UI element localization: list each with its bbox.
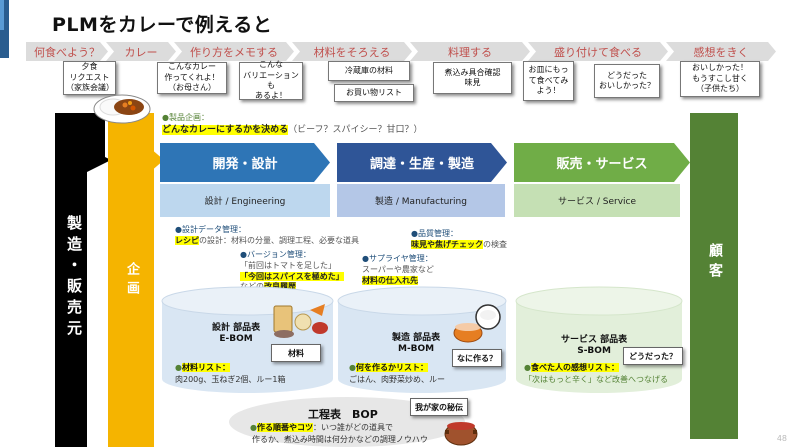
bop-text2: 作るか、煮込み時間は何分かなどの調理ノウハウ bbox=[252, 435, 428, 444]
version-highlight1: 「今回はスパイスを極めた」 bbox=[240, 271, 344, 281]
planning-label: 企画 bbox=[124, 262, 139, 300]
sbom-title: サービス 部品表 S-BOM bbox=[561, 335, 627, 358]
version-highlight2: 改良履歴 bbox=[264, 282, 296, 292]
design-data-annotation: ●設計データ管理： レシピの設計：材料の分量、調理工程、必要な道具 bbox=[175, 225, 359, 247]
rice-bowl-icon bbox=[475, 304, 501, 330]
ebom-title-line1: 設計 部品表 bbox=[212, 323, 261, 333]
sbom-list: ●食べた人の感想リスト： bbox=[524, 363, 619, 372]
curry-plate-icon bbox=[93, 89, 151, 125]
step-3-note: 冷蔵庫の材料 bbox=[328, 61, 410, 81]
version-heading: ●バージョン管理： bbox=[240, 250, 311, 259]
product-planning-heading: ●製品企画： bbox=[162, 113, 209, 122]
bop-cylinder bbox=[227, 394, 467, 447]
ingredients-icon bbox=[270, 300, 330, 342]
step-4-label: 料理する bbox=[410, 42, 530, 61]
sbom-list-label: 食べた人の感想リスト： bbox=[530, 363, 619, 372]
step-1-note: こんなカレー 作ってくれよ！ （お母さん） bbox=[157, 62, 227, 94]
supplier-annotation: ●サプライヤ管理： スーパーや農家など 材料の仕入れ先 bbox=[362, 254, 434, 286]
design-data-highlight: レシピ bbox=[175, 235, 199, 245]
clay-pot-icon bbox=[441, 414, 481, 447]
step-6-note: おいしかった！ もうすこし甘く （子供たち） bbox=[680, 61, 760, 97]
mbom-callout: なに作る？ bbox=[452, 349, 502, 367]
mbom-list: ●何を作るかリスト： bbox=[349, 363, 428, 372]
page-number: 48 bbox=[776, 434, 787, 443]
ebom-title: 設計 部品表 E-BOM bbox=[212, 323, 260, 346]
step-3-note-2: お買い物リスト bbox=[334, 84, 414, 102]
phase-manufacturing: 調達・生産・製造 bbox=[337, 143, 507, 182]
sbom-callout: どうだった？ bbox=[623, 347, 683, 365]
phase-sales-sub: サービス / Service bbox=[514, 184, 680, 217]
planning-bar bbox=[108, 113, 154, 447]
step-5-label: 盛り付けて食べる bbox=[528, 42, 668, 61]
step-3-label: 材料をそろえる bbox=[292, 42, 412, 61]
accent-bar-light bbox=[0, 0, 4, 30]
phase-manufacturing-sub: 製造 / Manufacturing bbox=[337, 184, 505, 217]
bop-label: 作る順番やコツ bbox=[256, 423, 313, 432]
quality-highlight: 味見や焦げチェック bbox=[411, 239, 483, 249]
customer-label: 顧客 bbox=[707, 243, 723, 283]
phase-design-sub: 設計 / Engineering bbox=[160, 184, 330, 217]
step-4-note: 煮込み具合確認 味見 bbox=[433, 62, 512, 94]
mbom-list-text: ごはん、肉野菜炒め、ルー bbox=[349, 375, 445, 384]
mbom-title-line1: 製造 部品表 bbox=[392, 333, 441, 343]
phase-design: 開発・設計 bbox=[160, 143, 330, 182]
step-5-note-2: どうだった おいしかった？ bbox=[594, 64, 660, 98]
step-2-label: 作り方をメモする bbox=[174, 42, 294, 61]
design-data-heading: ●設計データ管理： bbox=[175, 225, 246, 234]
step-1-label: カレー bbox=[106, 42, 176, 61]
sbom-title-line1: サービス 部品表 bbox=[561, 335, 628, 345]
product-planning-rest: （ビーフ？スパイシー？甘口？） bbox=[288, 125, 423, 135]
phase-sales: 販売・サービス bbox=[514, 143, 690, 182]
product-planning-line: どんなカレーにするかを決める（ビーフ？スパイシー？甘口？） bbox=[162, 124, 423, 136]
ebom-title-line2: E-BOM bbox=[219, 334, 253, 345]
step-5-note: お皿にもっ て食べてみ よう！ bbox=[523, 61, 574, 101]
ebom-list-text: 肉200g、玉ねぎ2個、ルー1箱 bbox=[175, 375, 286, 384]
accent-bar bbox=[0, 0, 9, 58]
manufacturer-label: 製造・販売元 bbox=[65, 215, 83, 341]
mbom-title: 製造 部品表 M-BOM bbox=[392, 333, 440, 356]
mbom-list-label: 何を作るかリスト： bbox=[355, 363, 428, 372]
design-data-rest: の設計：材料の分量、調理工程、必要な道具 bbox=[199, 235, 359, 245]
sbom-list-text: 「次はもっと辛く」など改善へつなげる bbox=[524, 375, 668, 384]
mbom-title-line2: M-BOM bbox=[397, 344, 435, 355]
step-0-note: 夕食 リクエスト （家族会議） bbox=[63, 61, 116, 95]
quality-heading: ●品質管理： bbox=[411, 229, 458, 238]
ebom-list: ●材料リスト： bbox=[175, 363, 230, 372]
supplier-heading: ●サプライヤ管理： bbox=[362, 254, 433, 263]
bop-text1: ：いつ誰がどの道具で bbox=[312, 423, 393, 432]
bop-line1: ●作る順番やコツ：いつ誰がどの道具で bbox=[250, 423, 393, 432]
step-6-label: 感想をきく bbox=[666, 42, 776, 61]
ebom-list-label: 材料リスト： bbox=[181, 363, 230, 372]
page-title: PLMをカレーで例えると bbox=[52, 14, 273, 36]
product-planning-highlight: どんなカレーにするかを決める bbox=[162, 125, 289, 135]
version-line1: 「前回はトマトを足した」 bbox=[240, 260, 336, 270]
supplier-highlight: 材料の仕入れ先 bbox=[362, 275, 418, 285]
supplier-line1: スーパーや農家など bbox=[362, 264, 434, 274]
bop-title: 工程表 BOP bbox=[308, 408, 378, 421]
sbom-title-line2: S-BOM bbox=[577, 346, 611, 357]
step-2-note: こんな バリエーションも あるよ！ bbox=[239, 60, 303, 100]
step-0-label: 何食べよう？ bbox=[26, 42, 108, 61]
bop-callout: 我が家の秘伝 bbox=[410, 398, 468, 416]
ebom-callout: 材料 bbox=[271, 344, 321, 362]
quality-annotation: ●品質管理： 味見や焦げチェックの検査 bbox=[411, 229, 507, 251]
customer-bar bbox=[690, 113, 738, 439]
quality-rest: の検査 bbox=[483, 239, 507, 249]
